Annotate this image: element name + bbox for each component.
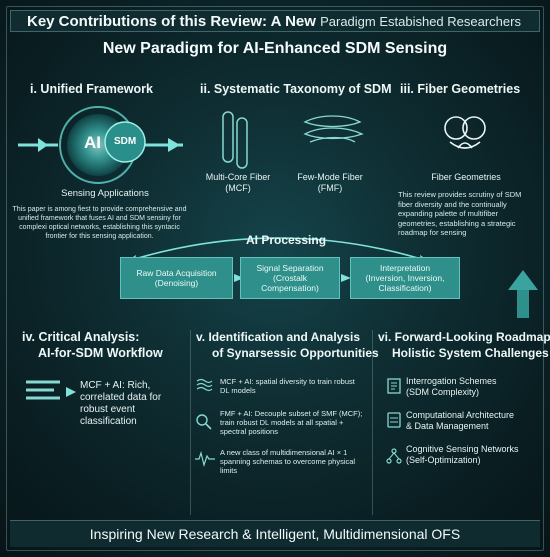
roadmap-item-1: Interrogation Schemes (SDM Complexity) bbox=[406, 376, 541, 398]
step-raw-data: Raw Data Acquisition (Denoising) bbox=[120, 257, 233, 299]
step-signal-line3: Compensation) bbox=[261, 283, 319, 293]
roadmap-item-2-line2: & Data Management bbox=[406, 421, 489, 431]
divider bbox=[190, 330, 191, 515]
data-lines-icon bbox=[26, 380, 60, 400]
ai-label: AI bbox=[84, 133, 101, 152]
unified-body: This paper is among fiest to provide com… bbox=[12, 206, 187, 240]
step-signal-line2: (Crostalk bbox=[272, 273, 307, 283]
title-rest: Paradigm Estabished Researchers bbox=[320, 14, 521, 29]
processing-title: AI Processing bbox=[246, 233, 327, 247]
step-interpretation: Interpretation (Inversion, Inversion, Cl… bbox=[350, 257, 460, 299]
identification-item-1: MCF + AI: spatial diversity to train rob… bbox=[220, 377, 355, 395]
identification-title-1: v. Identification and Analysis bbox=[196, 330, 361, 344]
step-interp-line3: Classification) bbox=[378, 283, 432, 293]
step-raw-data-line2: (Denoising) bbox=[154, 278, 199, 288]
geometries-title: iii. Fiber Geometries bbox=[400, 82, 521, 96]
subtitle: New Paradigm for AI-Enhanced SDM Sensing bbox=[102, 40, 448, 57]
roadmap-item-3-line2: (Self-Optimization) bbox=[406, 455, 481, 465]
arrow-icon bbox=[341, 274, 351, 282]
mcf-label: Multi-Core Fiber (MCF) bbox=[205, 172, 271, 193]
roadmap-item-3: Cognitive Sensing Networks (Self-Optimiz… bbox=[406, 444, 541, 466]
waveform-icon bbox=[195, 450, 215, 468]
step-interp-line2: (Inversion, Inversion, bbox=[365, 273, 445, 283]
frame-border bbox=[6, 6, 544, 551]
geometries-body: This review provides scrutiny of SDM fib… bbox=[398, 190, 522, 237]
network-icon bbox=[386, 448, 402, 464]
roadmap-item-2-line1: Computational Architecture bbox=[406, 410, 515, 420]
step-signal-separation: Signal Separation (Crostalk Compensation… bbox=[240, 257, 340, 299]
identification-title-2: of Synarsessic Opportunities bbox=[212, 346, 379, 360]
title-bar: Key Contributions of this Review: A New … bbox=[10, 10, 540, 32]
arrow-icon bbox=[234, 274, 244, 282]
fiber-mode-icon bbox=[303, 115, 364, 143]
roadmap-title-2: Holistic System Challenges bbox=[392, 346, 549, 360]
geometries-caption: Fiber Geometries bbox=[431, 172, 501, 182]
footer-banner: Inspiring New Research & Intelligent, Mu… bbox=[10, 520, 540, 547]
arrow-icon bbox=[66, 387, 76, 397]
roadmap-item-2: Computational Architecture & Data Manage… bbox=[406, 410, 541, 432]
fiber-knot-icon bbox=[444, 116, 486, 149]
roadmap-item-1-line2: (SDM Complexity) bbox=[406, 387, 480, 397]
critical-title-2: AI-for-SDM Workflow bbox=[38, 346, 163, 360]
database-icon bbox=[387, 412, 401, 428]
magnifier-icon bbox=[196, 414, 212, 430]
taxonomy-title: ii. Systematic Taxonomy of SDM bbox=[200, 82, 392, 96]
roadmap-item-1-line1: Interrogation Schemes bbox=[406, 376, 497, 386]
ai-sdm-icon bbox=[18, 106, 183, 184]
fiber-core-icon bbox=[222, 111, 248, 169]
roadmap-item-3-line1: Cognitive Sensing Networks bbox=[406, 444, 519, 454]
roadmap-title-1: vi. Forward-Looking Roadmap: bbox=[378, 330, 550, 344]
wave-lines-icon bbox=[196, 378, 213, 392]
step-interp-line1: Interpretation bbox=[379, 263, 431, 273]
step-signal-line1: Signal Separation bbox=[256, 263, 324, 273]
fmf-label: Few-Mode Fiber (FMF) bbox=[297, 172, 363, 193]
identification-item-3: A new class of multidimensional AI × 1 s… bbox=[220, 448, 356, 475]
critical-body: MCF + AI: Rich, correlated data for robu… bbox=[80, 380, 162, 427]
unified-title: i. Unified Framework bbox=[30, 82, 153, 96]
sensing-caption: Sensing Applications bbox=[61, 188, 149, 199]
identification-item-2: FMF + AI: Decouple subset of SMF (MCF); … bbox=[220, 409, 363, 436]
up-arrow-icon bbox=[508, 270, 538, 318]
critical-title-1: iv. Critical Analysis: bbox=[22, 330, 140, 344]
title-bold: Key Contributions of this Review: A New bbox=[27, 13, 316, 30]
document-icon bbox=[387, 378, 401, 394]
divider bbox=[372, 330, 373, 515]
step-raw-data-line1: Raw Data Acquisition bbox=[136, 268, 217, 278]
sdm-label: SDM bbox=[114, 136, 137, 147]
